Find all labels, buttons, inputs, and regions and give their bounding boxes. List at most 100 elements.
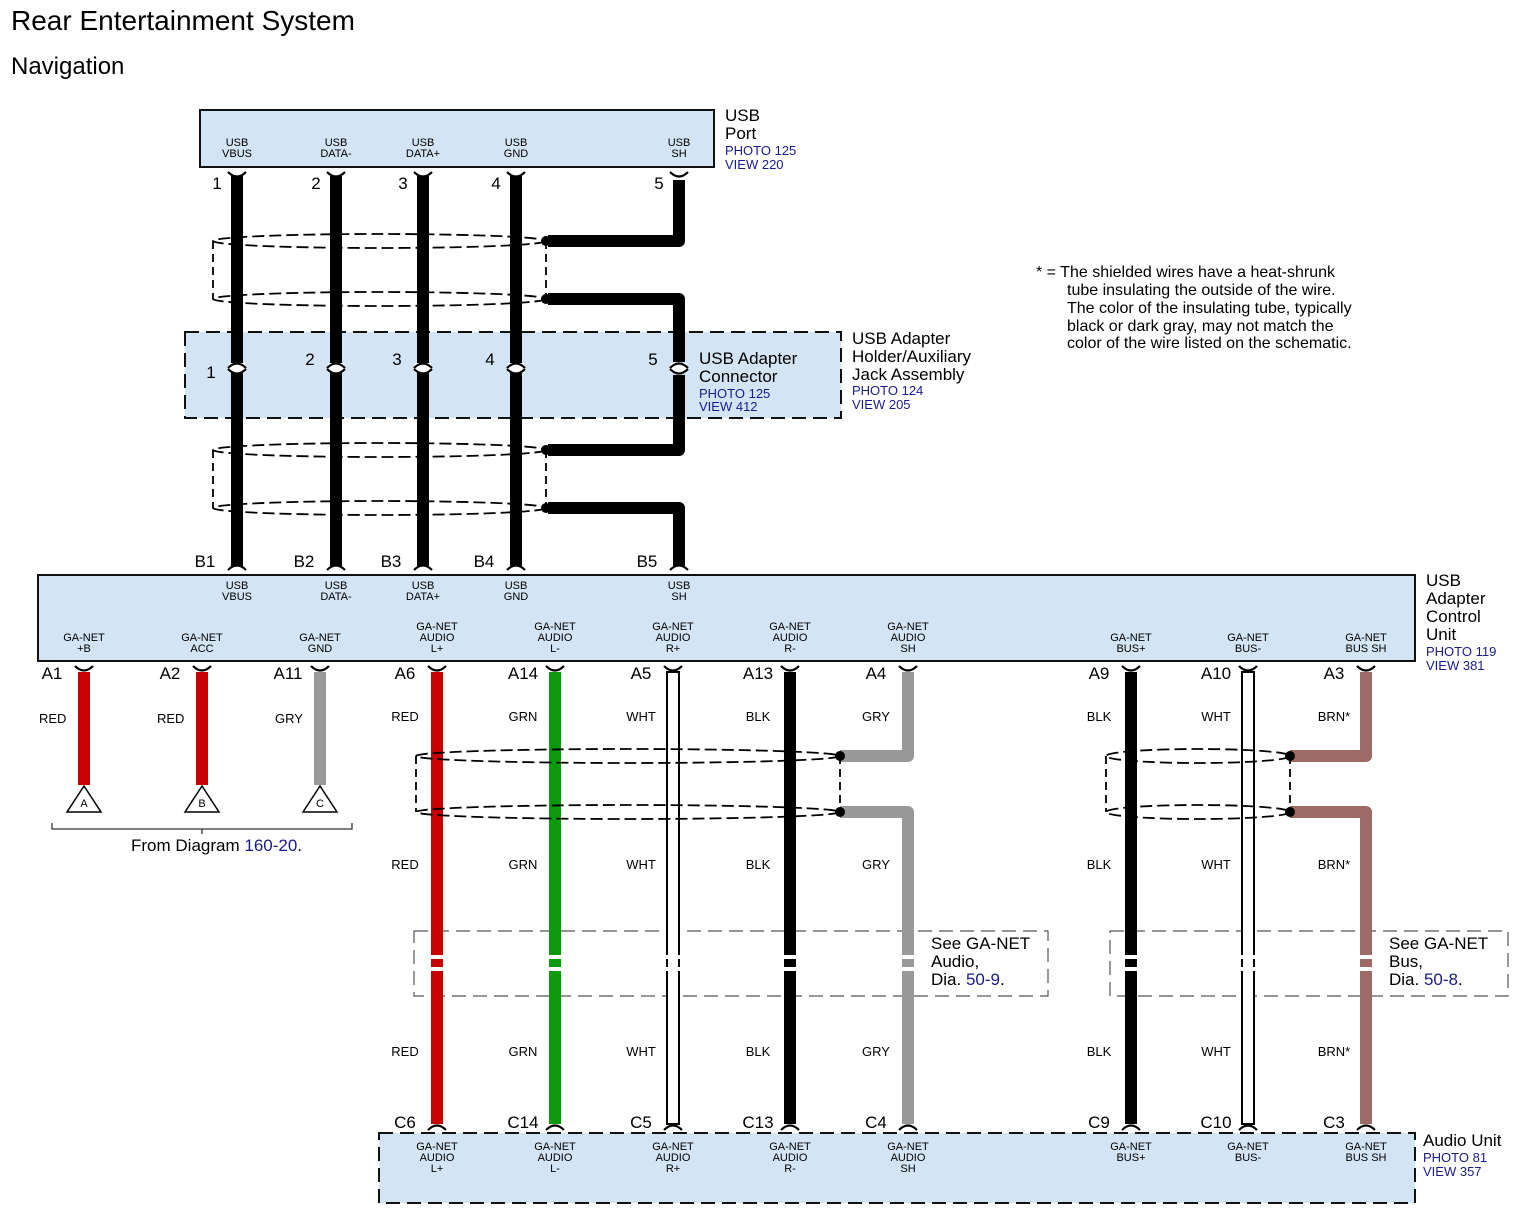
wire-break xyxy=(430,967,444,971)
wire-color-label: BLK xyxy=(1087,1044,1112,1059)
holder-photo: PHOTO 124 xyxy=(852,383,923,398)
control-unit-a-label: AUDIO xyxy=(891,632,926,644)
control-unit-name-4: Unit xyxy=(1426,625,1457,644)
audio-unit-box xyxy=(378,1132,1416,1204)
usb-shield-lower-bottom xyxy=(212,500,547,516)
audio-unit-pin-label: GA-NET xyxy=(652,1141,694,1153)
audio-unit-pin-label: GA-NET xyxy=(887,1141,929,1153)
power-wire-color-label: RED xyxy=(157,711,184,726)
audio-unit-pin-label: AUDIO xyxy=(656,1152,691,1164)
usb-port-pin-number: 4 xyxy=(491,174,500,193)
see-audio-line-3: Dia. 50-9. xyxy=(931,970,1005,989)
see-bus-link[interactable]: 50-8 xyxy=(1424,970,1458,989)
usb-sh-drain-mid xyxy=(548,293,685,362)
control-unit-a-label: GA-NET xyxy=(299,632,341,644)
audio-unit-terminal-C13 xyxy=(780,1124,800,1131)
adapter-connector-name-1: USB Adapter xyxy=(699,349,798,368)
wire-color-label: GRY xyxy=(862,1044,890,1059)
audio-unit-terminal-C3 xyxy=(1356,1124,1376,1131)
usb-adapter-control-unit-box xyxy=(37,574,1416,662)
usb-port-box xyxy=(199,109,715,168)
off-page-connector-A xyxy=(65,784,103,813)
control-unit-a-label: GA-NET xyxy=(769,621,811,633)
control-unit-terminal-A1 xyxy=(74,665,94,672)
adapter-connector-name-2: Connector xyxy=(699,367,778,386)
note-line-4: black or dark gray, may not match the xyxy=(1067,318,1334,335)
adapter-connector-pin-number: 2 xyxy=(305,350,314,369)
adapter-break-4 xyxy=(508,363,524,373)
audio-unit-pin-number: C14 xyxy=(507,1113,538,1132)
control-unit-terminal-B2 xyxy=(326,564,346,571)
control-unit-a-label: GA-NET xyxy=(1110,632,1152,644)
adapter-connector-pin-number: 4 xyxy=(485,350,494,369)
control-unit-terminal-A9 xyxy=(1121,665,1141,672)
control-unit-terminal-A6 xyxy=(427,665,447,672)
control-unit-a-label: GA-NET xyxy=(416,621,458,633)
control-unit-terminal-A14 xyxy=(545,665,565,672)
control-unit-a-label: ACC xyxy=(190,643,213,655)
control-unit-a-label: GA-NET xyxy=(181,632,223,644)
usb-port-pin-label-top: USB xyxy=(226,137,249,149)
see-audio-link[interactable]: 50-9 xyxy=(966,970,1000,989)
audio-unit-pin-label: L+ xyxy=(431,1163,444,1175)
wire-color-label: RED xyxy=(391,857,418,872)
note-line-3: The color of the insulating tube, typica… xyxy=(1067,300,1352,317)
control-unit-pin-number: A3 xyxy=(1324,664,1345,683)
wire-break xyxy=(1124,967,1138,971)
audio-unit-pin-label: R+ xyxy=(666,1163,680,1175)
control-unit-pin-number: A9 xyxy=(1089,664,1110,683)
usb-port-pin-label-bottom: SH xyxy=(671,148,686,160)
holder-name-1: USB Adapter xyxy=(852,329,951,348)
control-unit-pin-number: A6 xyxy=(395,664,416,683)
audio-unit-pin-label: L- xyxy=(550,1163,560,1175)
audio-unit-pin-label: AUDIO xyxy=(538,1152,573,1164)
audio-unit-pin-label: AUDIO xyxy=(773,1152,808,1164)
control-unit-a-label: AUDIO xyxy=(656,632,691,644)
adapter-terminal-up-4 xyxy=(506,362,526,369)
wire-color-label: WHT xyxy=(1201,857,1231,872)
usb-port-pin-number: 5 xyxy=(654,174,663,193)
control-unit-b-label-bottom: GND xyxy=(504,591,529,603)
see-bus-box xyxy=(1109,930,1509,997)
wire-color-label: BLK xyxy=(1087,709,1112,724)
from-diagram-link[interactable]: 160-20 xyxy=(244,836,297,855)
labels: USBVBUS1USBDATA-2USBDATA+3USBGND4USBSH51… xyxy=(39,137,1387,1175)
adapter-break-1 xyxy=(229,363,245,373)
bus-shield-drain-top xyxy=(1285,751,1295,761)
control-unit-pin-number: B3 xyxy=(381,552,402,571)
control-unit-view: VIEW 381 xyxy=(1426,658,1485,673)
wire-break xyxy=(548,967,562,971)
power-wire-color-label: RED xyxy=(39,711,66,726)
shield-drain-lower-4 xyxy=(840,806,914,1124)
audio-shield-drain-top xyxy=(835,751,845,761)
usb-port-terminal-2 xyxy=(326,171,346,178)
control-unit-b-label-bottom: DATA+ xyxy=(406,591,440,603)
control-unit-terminal-A2 xyxy=(192,665,212,672)
audio-unit-terminal-C6 xyxy=(427,1124,447,1131)
adapter-connector-view: VIEW 412 xyxy=(699,399,758,414)
usb-port-pin-label-top: USB xyxy=(325,137,348,149)
control-unit-b-label-top: USB xyxy=(505,580,528,592)
usb-shield-upper-drain-top xyxy=(541,236,551,246)
wire-color-label: RED xyxy=(391,709,418,724)
audio-unit-pin-label: GA-NET xyxy=(769,1141,811,1153)
control-unit-terminal-A5 xyxy=(663,665,683,672)
usb-port-pin-number: 2 xyxy=(311,174,320,193)
from-diagram-text: From Diagram 160-20. xyxy=(131,836,302,855)
control-unit-a-label: GA-NET xyxy=(887,621,929,633)
control-unit-a-label: AUDIO xyxy=(420,632,455,644)
control-unit-pin-number: A13 xyxy=(743,664,773,683)
control-unit-terminal-B1 xyxy=(227,564,247,571)
off-page-connector-label: A xyxy=(80,798,88,810)
usb-port-terminal-5 xyxy=(669,171,689,178)
wire-color-label: BRN* xyxy=(1318,709,1351,724)
usb-sh-drain-lower xyxy=(548,375,685,456)
control-unit-a-label: L+ xyxy=(431,643,444,655)
usb-port-pin-label-bottom: VBUS xyxy=(222,148,252,160)
audio-unit-pin-label: R- xyxy=(784,1163,796,1175)
shield-drain-lower-7 xyxy=(1290,806,1372,1124)
control-unit-a-label: GA-NET xyxy=(652,621,694,633)
shield-drain-upper-4 xyxy=(840,672,914,762)
audio-unit-pin-number: C13 xyxy=(742,1113,773,1132)
audio-unit-pin-number: C9 xyxy=(1088,1113,1110,1132)
